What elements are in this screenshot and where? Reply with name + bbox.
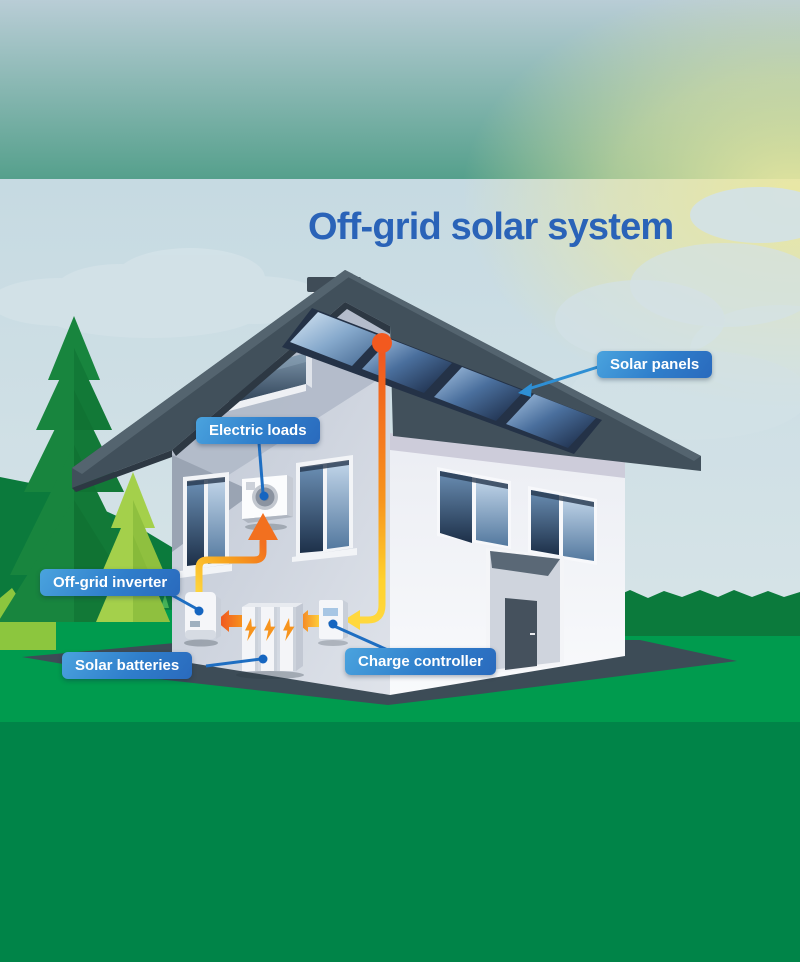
- window-gable-right: [292, 455, 357, 562]
- label-off-grid-inverter: Off-grid inverter: [40, 569, 181, 596]
- inverter-to-loads-cable: [195, 513, 278, 602]
- pointer-controller: [333, 624, 391, 653]
- battery: [280, 607, 296, 671]
- arrow-up-icon: [248, 513, 278, 540]
- pointer-inverter: [169, 592, 198, 611]
- arrow-into-controller-icon: [344, 610, 360, 630]
- pointer-dots: [194, 491, 338, 664]
- door-handle: [530, 633, 535, 635]
- eave-shadow-band: [390, 433, 625, 478]
- lightning-bolt-icon: [283, 618, 295, 641]
- pointer-electric-loads: [257, 442, 265, 494]
- label-pointers: [169, 365, 599, 668]
- cable-start-dot: [372, 333, 392, 353]
- battery-bank: [236, 603, 304, 679]
- inverter-display: [190, 621, 200, 627]
- label-charge-controller: Charge controller: [345, 648, 497, 675]
- solar-panel: [506, 394, 596, 448]
- door-panel: [505, 598, 537, 670]
- page-title: Off-grid solar system: [308, 206, 674, 248]
- lightning-bolt-icon: [264, 618, 276, 641]
- inverter-unit: [184, 592, 221, 647]
- battery: [242, 607, 258, 671]
- entry-door: [486, 548, 564, 674]
- battery-to-inverter-arrow-icon: [216, 610, 243, 632]
- pointer-tip-icon: [518, 383, 532, 397]
- lightning-bolt-icon: [245, 618, 257, 641]
- pointer-batteries: [205, 657, 262, 668]
- solar-panel: [434, 367, 524, 421]
- solar-panel: [290, 312, 380, 366]
- pointer-solar-panels: [527, 365, 599, 391]
- window-gable-left: [180, 472, 232, 578]
- pv-cable: [344, 333, 392, 630]
- controller-display: [323, 608, 338, 616]
- label-solar-panels: Solar panels: [597, 351, 713, 378]
- footer-band: [0, 722, 800, 962]
- label-electric-loads: Electric loads: [196, 417, 320, 444]
- label-solar-batteries: Solar batteries: [62, 652, 193, 679]
- window-front-left: [437, 467, 511, 549]
- window-front-right: [528, 486, 597, 565]
